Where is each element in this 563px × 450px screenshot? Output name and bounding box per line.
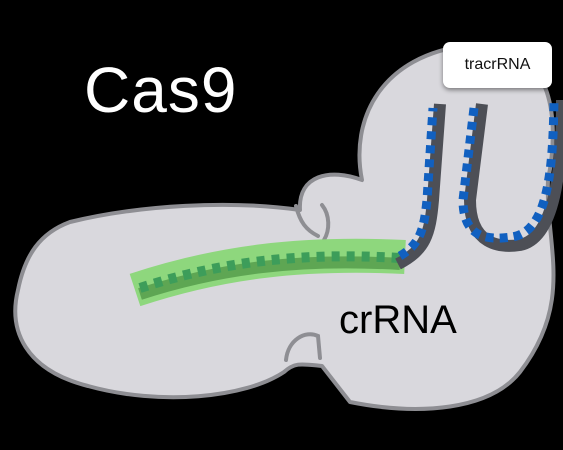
crrna-strand: [138, 256, 401, 300]
tracrrna-label: tracrRNA: [464, 56, 531, 73]
cas9-label: Cas9: [84, 54, 238, 126]
crrna-label: crRNA: [339, 298, 457, 342]
tracrrna-bases: [397, 99, 559, 260]
protein-groove-upper: [294, 204, 320, 238]
crrna-bases: [138, 251, 401, 293]
protein-groove-upper-right: [320, 203, 331, 242]
protein-groove-lower: [284, 332, 322, 362]
cas9-protein-body: [13, 42, 556, 411]
tracrrna-label-box: tracrRNA: [443, 42, 552, 88]
